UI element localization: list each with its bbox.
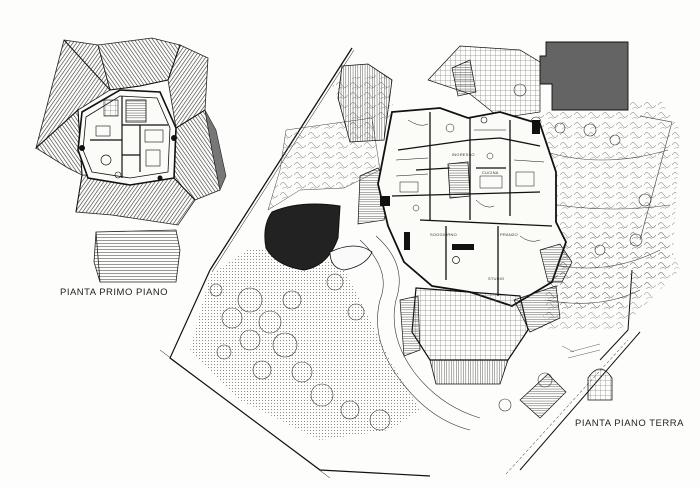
ground-floor-plan-title: PIANTA PIANO TERRA [575,418,684,429]
ground-floor-plan [159,41,680,479]
room-label-studio: STUDIO [488,276,505,281]
room-label-cucina: CUCINA [482,170,499,175]
room-label-soggiorno: SOGGIORNO [430,232,457,237]
room-label-ingresso: INGRESSO [452,152,475,157]
room-label-pranzo: PRANZO [500,232,518,237]
first-floor-plan [35,37,227,283]
first-floor-plan-title: PIANTA PRIMO PIANO [60,287,169,298]
